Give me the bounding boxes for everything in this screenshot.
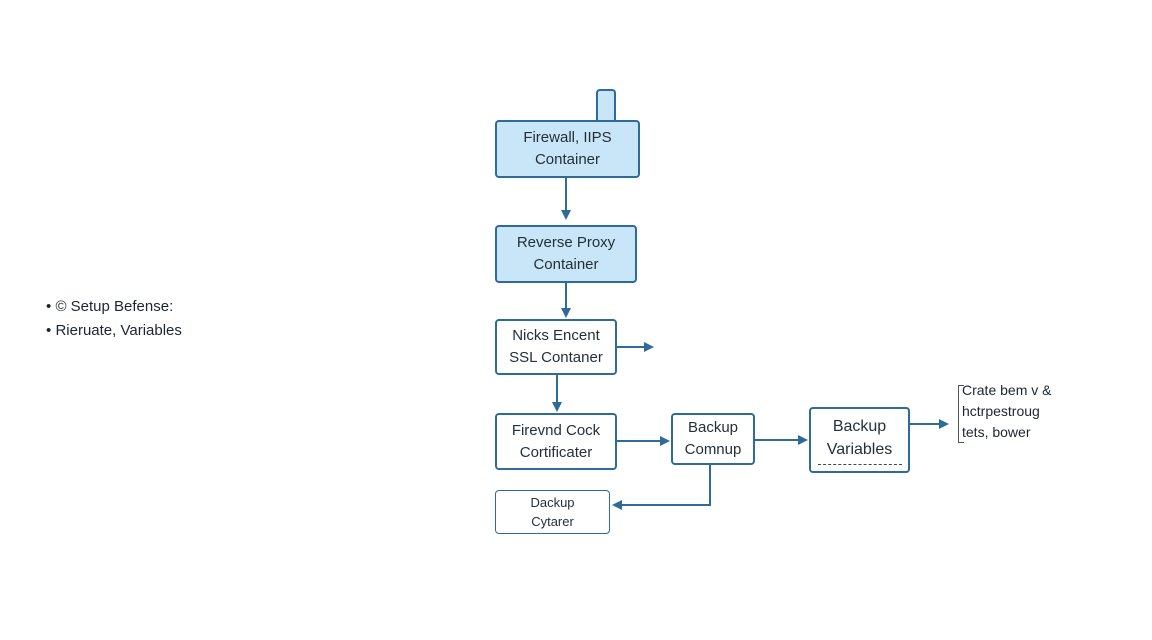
backup-variables-node: Backup Variables	[809, 407, 910, 473]
node-label: Dackup	[530, 495, 575, 510]
node-label: Backup	[832, 418, 887, 435]
backup-cytaner-node: Dackup Cytarer	[495, 490, 610, 534]
node-label: Firewall, IIPS	[523, 129, 612, 146]
reverse-proxy-container-node: Reverse Proxy Container	[495, 225, 637, 283]
arrow-backup-to-cytaner	[612, 465, 711, 510]
node-label: Variables	[826, 441, 893, 458]
node-label: Nicks Encent	[512, 327, 600, 344]
node-label: Container	[534, 151, 601, 168]
firewall-container-node: Firewall, IIPS Container	[495, 120, 640, 178]
node-label: SSL Contaner	[509, 349, 603, 366]
bullet: •	[46, 298, 52, 315]
legend-text: Setup Befense:	[70, 298, 174, 315]
note-bracket	[958, 385, 964, 443]
backup-comnup-node: Backup Comnup	[671, 413, 755, 465]
dashed-divider	[817, 464, 902, 465]
note-line: Crate bem v &	[962, 382, 1052, 398]
legend-text: Rieruate, Variables	[55, 322, 182, 339]
bullet: •	[46, 322, 52, 339]
copyright-icon: ©	[55, 298, 67, 315]
node-label: Reverse Proxy	[516, 234, 616, 251]
note-line: tets, bower	[962, 424, 1031, 440]
node-label: Cytarer	[531, 514, 574, 529]
legend: • © Setup Befense: • Rieruate, Variables	[46, 295, 182, 343]
certificate-node: Firevnd Cock Cortificater	[495, 413, 617, 470]
legend-item: • © Setup Befense:	[46, 295, 182, 319]
node-label: Firevnd Cock	[511, 421, 601, 439]
node-label: Container	[533, 256, 599, 273]
node-label: Comnup	[684, 441, 742, 458]
node-label: Cortificater	[519, 443, 593, 461]
ssl-container-node: Nicks Encent SSL Contaner	[495, 319, 617, 375]
side-note: Crate bem v & hctrpestroug tets, bower	[962, 380, 1051, 443]
node-label: Backup	[687, 419, 739, 436]
container-tab	[596, 89, 616, 122]
legend-item: • Rieruate, Variables	[46, 319, 182, 343]
note-line: hctrpestroug	[962, 403, 1040, 419]
